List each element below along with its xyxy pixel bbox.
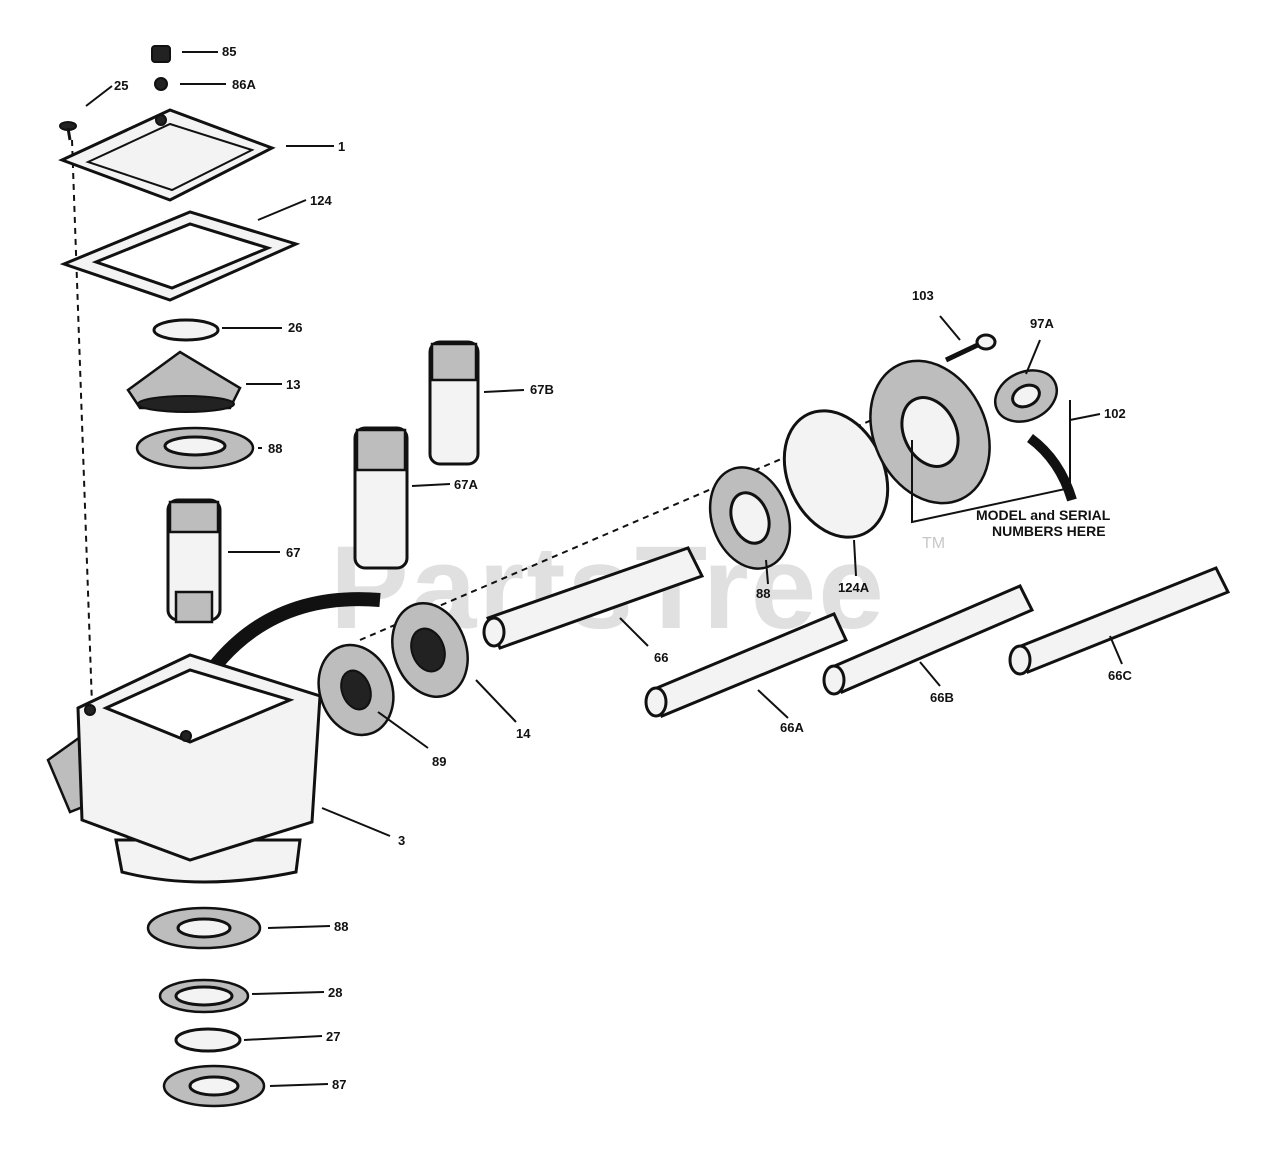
label-85: 85 [222,44,236,59]
label-67b: 67B [530,382,554,397]
part-103-bolt [944,333,997,363]
label-3: 3 [398,833,405,848]
part-66a-shaft [644,612,849,718]
label-13: 13 [286,377,300,392]
part-67a-shaft [353,426,409,570]
label-28: 28 [328,985,342,1000]
part-3-gearbox-housing [46,653,322,884]
part-102-bracket [911,400,1071,524]
leader-lines [85,51,1123,1087]
part-89-bearing [317,643,395,737]
part-97a-seal [994,369,1058,423]
part-66-shaft [482,546,705,650]
model-serial-note-line1: MODEL and SERIAL [976,507,1111,523]
label-66c: 66C [1108,668,1132,683]
label-27: 27 [326,1029,340,1044]
watermark-tm: TM [922,535,945,552]
model-serial-note-line2: NUMBERS HERE [992,523,1106,539]
part-66b-shaft [822,584,1035,696]
part-88-mid-bearing [708,466,792,570]
label-26: 26 [288,320,302,335]
label-88-bottom: 88 [334,919,348,934]
part-102-bearing-housing [869,359,991,505]
label-1: 1 [338,139,345,154]
label-88-top: 88 [268,441,282,456]
label-97a: 97A [1030,316,1054,331]
part-27-ring [174,1027,242,1053]
part-25-screw [59,121,77,141]
label-87: 87 [332,1077,346,1092]
model-serial-arrow [1026,433,1077,502]
part-13-bevel-gear [126,350,242,413]
part-26-ring [152,318,220,342]
part-124-gasket [59,210,301,302]
assembly-dashed-line-vertical [71,139,93,706]
part-86a-washer [154,77,168,91]
label-66a: 66A [780,720,804,735]
part-14-gear [391,601,469,699]
part-87-seal [162,1064,266,1108]
part-1-cover-plate [58,108,276,202]
label-25: 25 [114,78,128,93]
label-124: 124 [310,193,332,208]
part-67-shaft [166,498,222,624]
label-86a: 86A [232,77,256,92]
label-124a: 124A [838,580,870,595]
part-85-nut [151,45,171,63]
part-88-top-bearing [135,426,255,470]
label-66b: 66B [930,690,954,705]
label-67: 67 [286,545,300,560]
label-66: 66 [654,650,668,665]
label-89: 89 [432,754,446,769]
part-88-bottom-bearing [146,906,262,950]
label-103: 103 [912,288,934,303]
part-67b-shaft [428,340,480,466]
label-102: 102 [1104,406,1126,421]
label-88-mid: 88 [756,586,770,601]
label-67a: 67A [454,477,478,492]
part-66c-shaft [1008,566,1231,676]
label-14: 14 [516,726,531,741]
part-28-ring [158,978,250,1014]
